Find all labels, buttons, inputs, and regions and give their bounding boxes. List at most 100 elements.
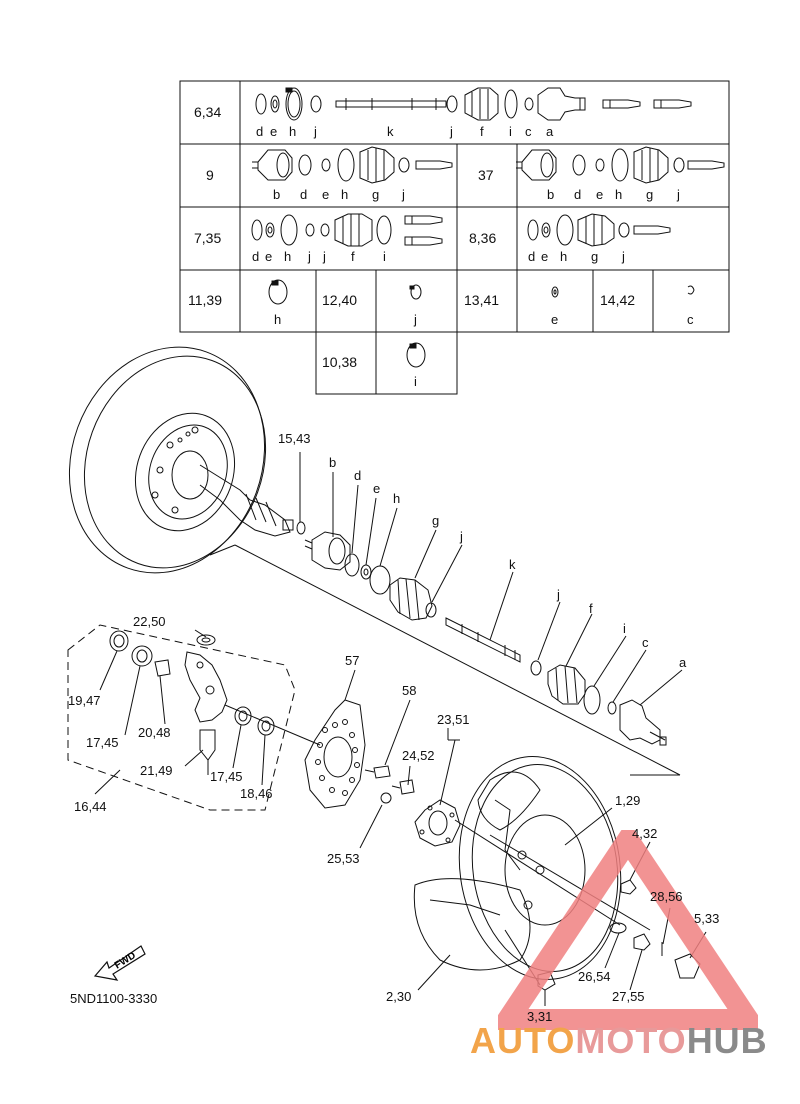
knuckle-assembly-drawing — [67, 624, 321, 811]
table-part-label: e — [596, 187, 604, 202]
watermark-part1: AUTO — [470, 1020, 576, 1061]
table-part-label: f — [351, 249, 355, 264]
table-part-label: h — [289, 124, 297, 139]
table-part-label: h — [341, 187, 349, 202]
table-part-label: a — [546, 124, 554, 139]
left-wheel-drawing — [68, 346, 294, 574]
callout-15-43: 15,43 — [278, 431, 311, 446]
callout-17-45a: 17,45 — [86, 735, 119, 750]
table-ref-row4b: 12,40 — [322, 292, 358, 308]
table-part-label: d — [528, 249, 536, 264]
table-row1-parts-drawing — [255, 87, 692, 121]
callout-18-46: 18,46 — [240, 786, 273, 801]
callout-2-30: 2,30 — [386, 989, 412, 1004]
table-part-label: c — [525, 124, 532, 139]
table-row2-parts-drawing — [252, 146, 725, 184]
table-part-label: g — [372, 187, 380, 202]
table-ref-row4c: 13,41 — [464, 292, 500, 308]
table-ref-row3b: 8,36 — [469, 230, 497, 246]
callout-i: i — [623, 621, 626, 636]
callout-j2: j — [557, 587, 560, 602]
table-part-label: j — [677, 187, 680, 202]
table-ref-row4d: 14,42 — [600, 292, 636, 308]
callout-28-56: 28,56 — [650, 889, 683, 904]
table-part-label: f — [480, 124, 484, 139]
callout-c: c — [642, 635, 649, 650]
table-part-label: j — [622, 249, 625, 264]
callout-26-54: 26,54 — [578, 969, 611, 984]
callout-h: h — [393, 491, 401, 506]
table-part-label: i — [414, 374, 417, 389]
callout-19-47: 19,47 — [68, 693, 101, 708]
table-ref-row2a: 9 — [206, 167, 214, 183]
watermark-part3: HUB — [686, 1020, 768, 1061]
watermark-part2: MOTO — [575, 1020, 687, 1061]
table-part-label: j — [450, 124, 453, 139]
callout-1-29: 1,29 — [615, 793, 641, 808]
table-part-label: i — [383, 249, 386, 264]
table-part-label: h — [284, 249, 292, 264]
table-ref-row4a: 11,39 — [188, 292, 222, 308]
table-part-label: g — [591, 249, 599, 264]
shaft-outline-box — [209, 544, 681, 776]
callout-b: b — [329, 455, 337, 470]
shaft-assembly-drawing — [296, 521, 667, 746]
callout-g: g — [432, 513, 440, 528]
table-part-label: b — [547, 187, 555, 202]
table-part-label: d — [256, 124, 264, 139]
callout-5-33: 5,33 — [694, 911, 720, 926]
brake-disc-drawing — [304, 699, 415, 809]
table-part-label: k — [387, 124, 394, 139]
table-part-label: j — [314, 124, 317, 139]
table-part-label: e — [265, 249, 273, 264]
table-part-label: e — [322, 187, 330, 202]
callout-j: j — [460, 529, 463, 544]
callout-57: 57 — [345, 653, 360, 668]
table-part-label: j — [323, 249, 326, 264]
callout-a: a — [679, 655, 687, 670]
table-row3-parts-drawing — [251, 213, 671, 247]
table-ref-row1: 6,34 — [194, 104, 222, 120]
table-ref-row5: 10,38 — [322, 354, 358, 370]
callout-58: 58 — [402, 683, 417, 698]
callout-16-44: 16,44 — [74, 799, 107, 814]
table-part-label: j — [414, 312, 417, 327]
table-part-label: j — [402, 187, 405, 202]
callout-leader-lines — [94, 452, 707, 1006]
callout-k: k — [509, 557, 516, 572]
callout-20-48: 20,48 — [138, 725, 171, 740]
table-part-label: g — [646, 187, 654, 202]
watermark-triangle — [498, 830, 758, 1030]
table-part-label: e — [270, 124, 278, 139]
table-part-label: j — [308, 249, 311, 264]
callout-f: f — [589, 601, 593, 616]
parts-table-grid — [179, 80, 730, 395]
fwd-arrow-icon: FWD — [93, 945, 146, 981]
callout-4-32: 4,32 — [632, 826, 658, 841]
table-ref-row3a: 7,35 — [194, 230, 222, 246]
callout-23-51: 23,51 — [437, 712, 470, 727]
table-part-label: b — [273, 187, 281, 202]
table-part-label: i — [509, 124, 512, 139]
table-part-label: c — [687, 312, 694, 327]
callout-21-49: 21,49 — [140, 763, 173, 778]
callout-24-52: 24,52 — [402, 748, 435, 763]
callout-17-45b: 17,45 — [210, 769, 243, 784]
table-part-label: h — [615, 187, 623, 202]
watermark-brand: AUTOMOTOHUB — [470, 1020, 768, 1062]
diagram-code: 5ND1100-3330 — [70, 991, 158, 1006]
table-part-label: e — [551, 312, 559, 327]
callout-d: d — [354, 468, 362, 483]
table-part-label: h — [560, 249, 568, 264]
table-clamp-parts-drawing — [268, 279, 695, 368]
callout-27-55: 27,55 — [612, 989, 645, 1004]
callout-25-53: 25,53 — [327, 851, 360, 866]
table-ref-row2b: 37 — [478, 167, 494, 183]
table-part-label: h — [274, 312, 282, 327]
table-part-label: d — [300, 187, 308, 202]
callout-e: e — [373, 481, 381, 496]
table-part-label: d — [574, 187, 582, 202]
callout-3-31: 3,31 — [527, 1009, 553, 1024]
table-part-label: d — [252, 249, 260, 264]
callout-22-50: 22,50 — [133, 614, 166, 629]
